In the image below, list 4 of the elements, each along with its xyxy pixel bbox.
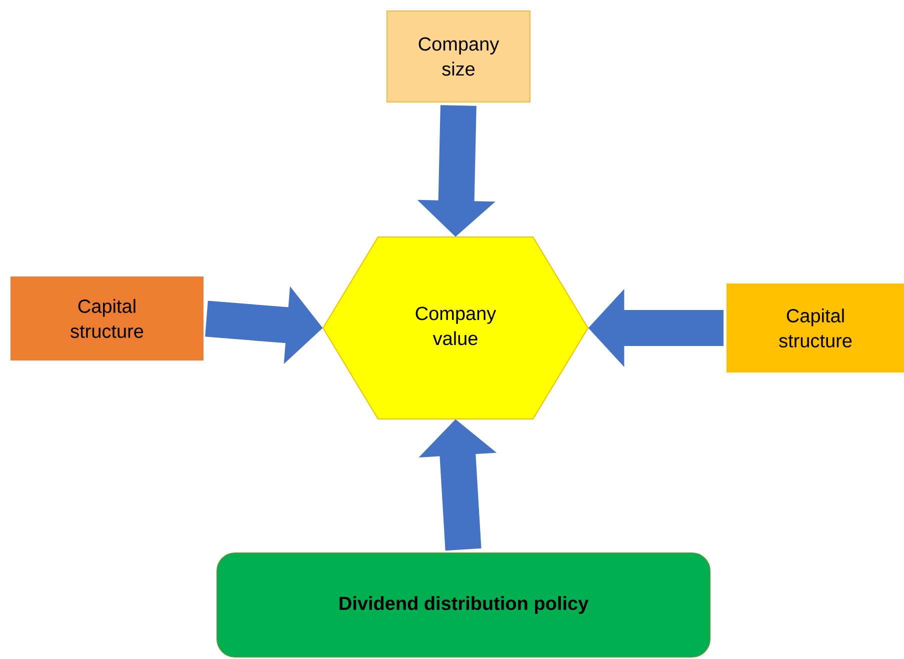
rounded-box: Dividend distribution policy [216,552,710,658]
text-box: Capital structure [10,276,204,360]
text-box: Company size [386,10,530,102]
text-box: Capital structure [726,284,904,372]
